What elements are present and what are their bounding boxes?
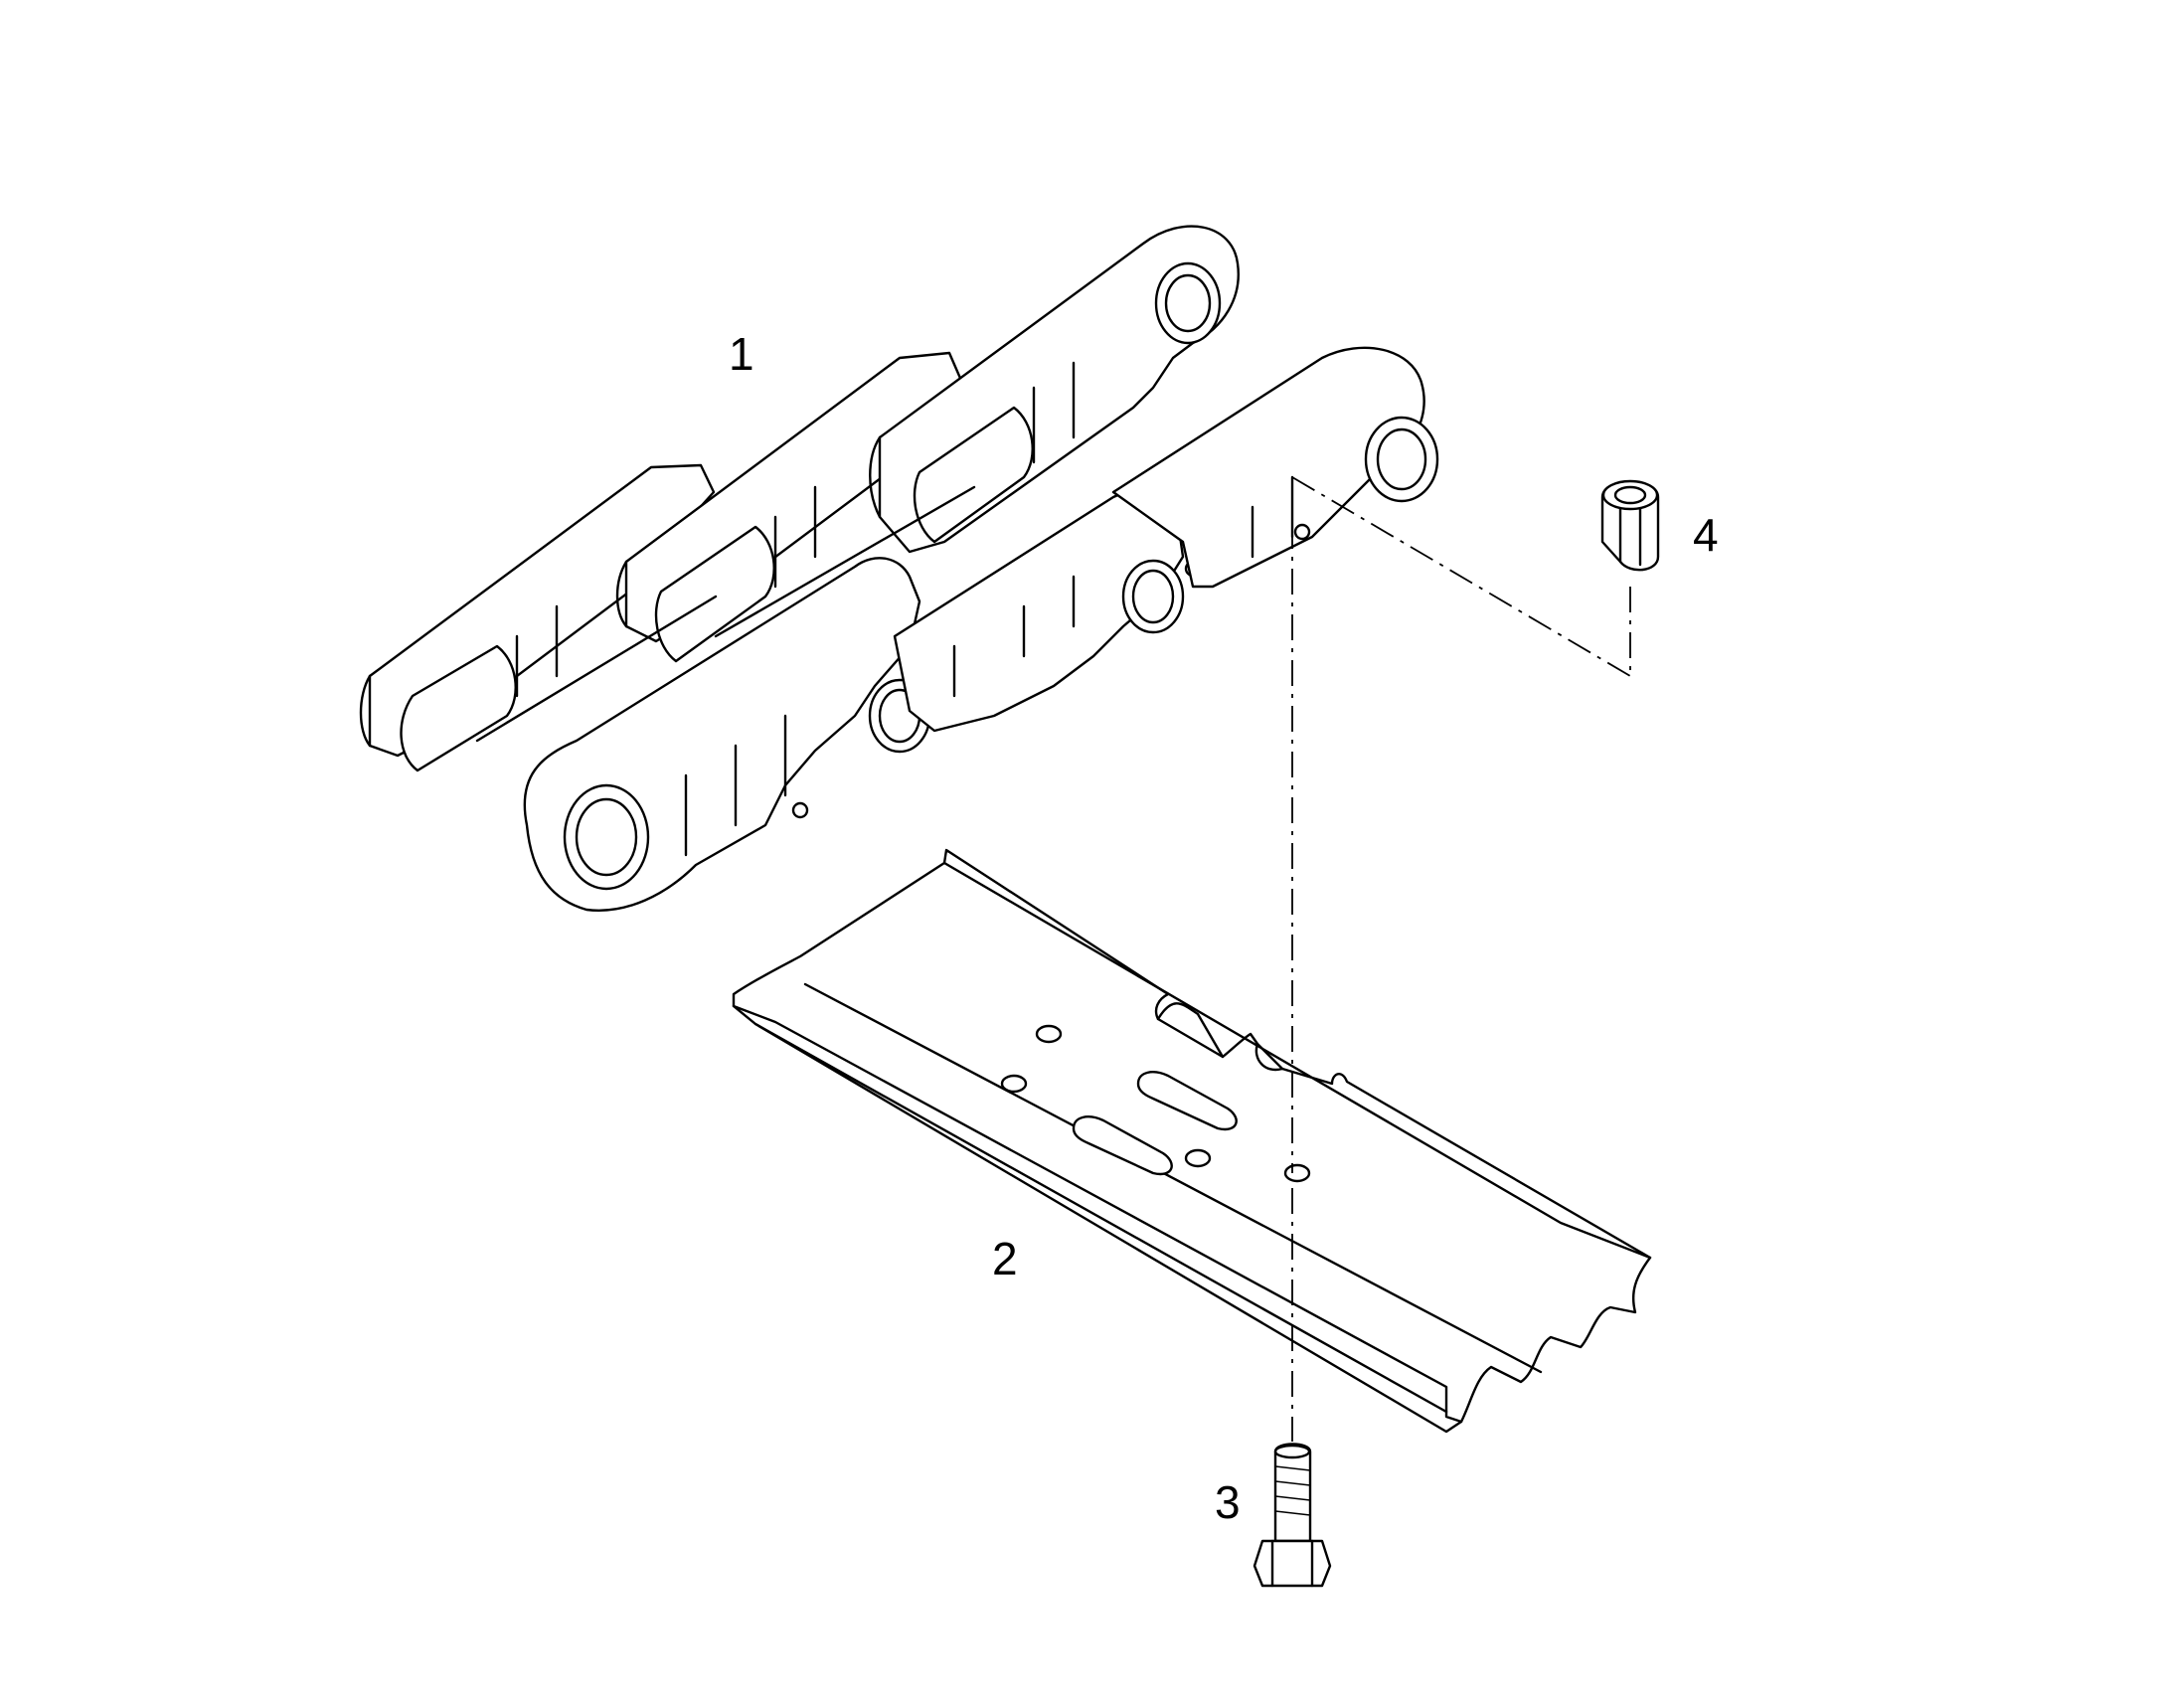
chain-link-front-3 bbox=[1111, 346, 1439, 589]
shoe-bolt-hole-2 bbox=[1000, 1074, 1028, 1094]
chain-link-front-2 bbox=[893, 489, 1202, 733]
track-chain-assembly bbox=[359, 225, 1439, 912]
shoe-slot-1 bbox=[1136, 1071, 1238, 1131]
assembly-centerlines bbox=[1291, 476, 1631, 1442]
callout-2: 2 bbox=[992, 1233, 1018, 1284]
callout-3: 3 bbox=[1215, 1476, 1241, 1528]
shoe-bolt-hole-1 bbox=[1035, 1024, 1063, 1044]
chain-link-front-1 bbox=[523, 557, 931, 912]
shoe-bolt-hole-3 bbox=[1184, 1148, 1212, 1168]
shoe-nut bbox=[1600, 479, 1660, 572]
callout-4: 4 bbox=[1693, 509, 1719, 561]
shoe-slot-2 bbox=[1072, 1115, 1173, 1176]
callout-1: 1 bbox=[729, 328, 754, 380]
shoe-bolt-hole-4 bbox=[1283, 1163, 1311, 1183]
shoe-bolt bbox=[1253, 1443, 1332, 1588]
track-shoe bbox=[732, 848, 1652, 1434]
chain-bushings bbox=[400, 406, 1034, 772]
